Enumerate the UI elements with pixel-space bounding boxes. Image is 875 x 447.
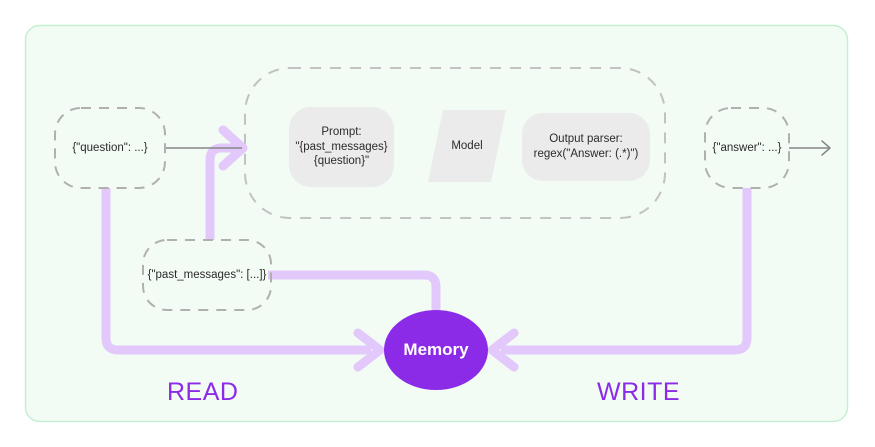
prompt-block[interactable] bbox=[289, 107, 394, 187]
edge-write-answer-to-memory bbox=[501, 188, 752, 355]
memory-node[interactable] bbox=[384, 310, 488, 390]
edge-read-arrowhead bbox=[353, 328, 385, 372]
edge-answer-output-arrowhead bbox=[821, 140, 831, 156]
output-parser-block[interactable] bbox=[522, 113, 650, 181]
model-block[interactable] bbox=[428, 110, 506, 182]
chain-container bbox=[244, 67, 666, 219]
edge-write-arrowhead bbox=[487, 328, 519, 372]
question-node[interactable] bbox=[54, 107, 166, 189]
edge-past-messages-arrowhead bbox=[218, 125, 248, 171]
edge-memory-to-past-messages bbox=[268, 270, 441, 312]
past-messages-node[interactable] bbox=[142, 239, 272, 311]
write-label: WRITE bbox=[597, 378, 681, 406]
read-label: READ bbox=[167, 378, 239, 406]
edge-read-question-to-memory bbox=[101, 188, 371, 355]
